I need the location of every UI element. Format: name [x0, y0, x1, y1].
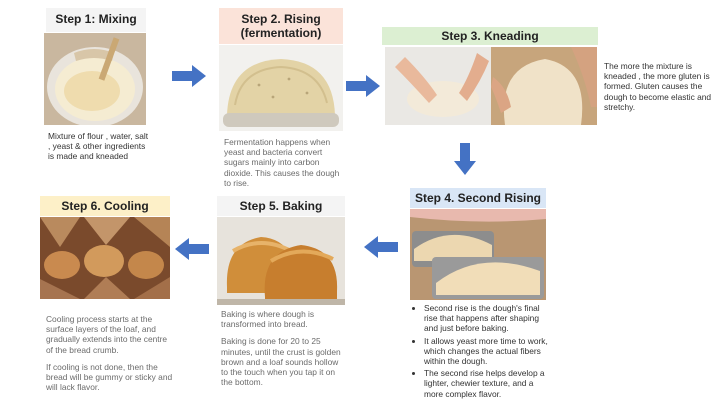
step6-description-part2: If cooling is not done, then the bread w…: [46, 361, 173, 393]
arrow-right-icon: [172, 65, 206, 87]
kneading-image: [385, 47, 597, 125]
arrow-left-icon: [364, 236, 398, 258]
arrow-down-icon: [454, 143, 476, 175]
step5-description-part2: Baking is done for 20 to 25 minutes, unt…: [221, 336, 341, 388]
step2-title-line1: Step 2. Rising: [241, 12, 321, 26]
step6-description-part1: Cooling process starts at the surface la…: [46, 314, 168, 355]
step6-description: Cooling process starts at the surface la…: [46, 314, 176, 399]
baked-loaves-image: [217, 217, 345, 305]
second-rising-image: [410, 209, 546, 300]
step3-description: The more the mixture is kneaded , the mo…: [604, 61, 712, 112]
cooling-bread-image: [40, 217, 170, 299]
step5-title: Step 5. Baking: [217, 196, 345, 216]
list-item: The second rise helps develop a lighter,…: [424, 368, 550, 399]
step2-description: Fermentation happens when yeast and bact…: [224, 137, 340, 188]
step2-title: Step 2. Rising (fermentation): [219, 8, 343, 44]
step1-title: Step 1: Mixing: [46, 8, 146, 32]
list-item: It allows yeast more time to work, which…: [424, 336, 550, 367]
mixing-bowl-image: [44, 33, 146, 125]
arrow-left-icon: [175, 238, 209, 260]
step1-description: Mixture of flour , water, salt , yeast &…: [48, 131, 149, 162]
step6-title: Step 6. Cooling: [40, 196, 170, 216]
step4-title: Step 4. Second Rising: [410, 188, 546, 208]
step2-title-line2: (fermentation): [240, 26, 322, 40]
step4-description: Second rise is the dough's final rise th…: [414, 303, 550, 401]
step3-title: Step 3. Kneading: [382, 27, 598, 45]
rising-dough-image: [219, 45, 343, 131]
arrow-right-icon: [346, 75, 380, 97]
list-item: Second rise is the dough's final rise th…: [424, 303, 550, 334]
step5-description-part1: Baking is where dough is transformed int…: [221, 309, 315, 330]
step5-description: Baking is where dough is transformed int…: [221, 309, 347, 394]
